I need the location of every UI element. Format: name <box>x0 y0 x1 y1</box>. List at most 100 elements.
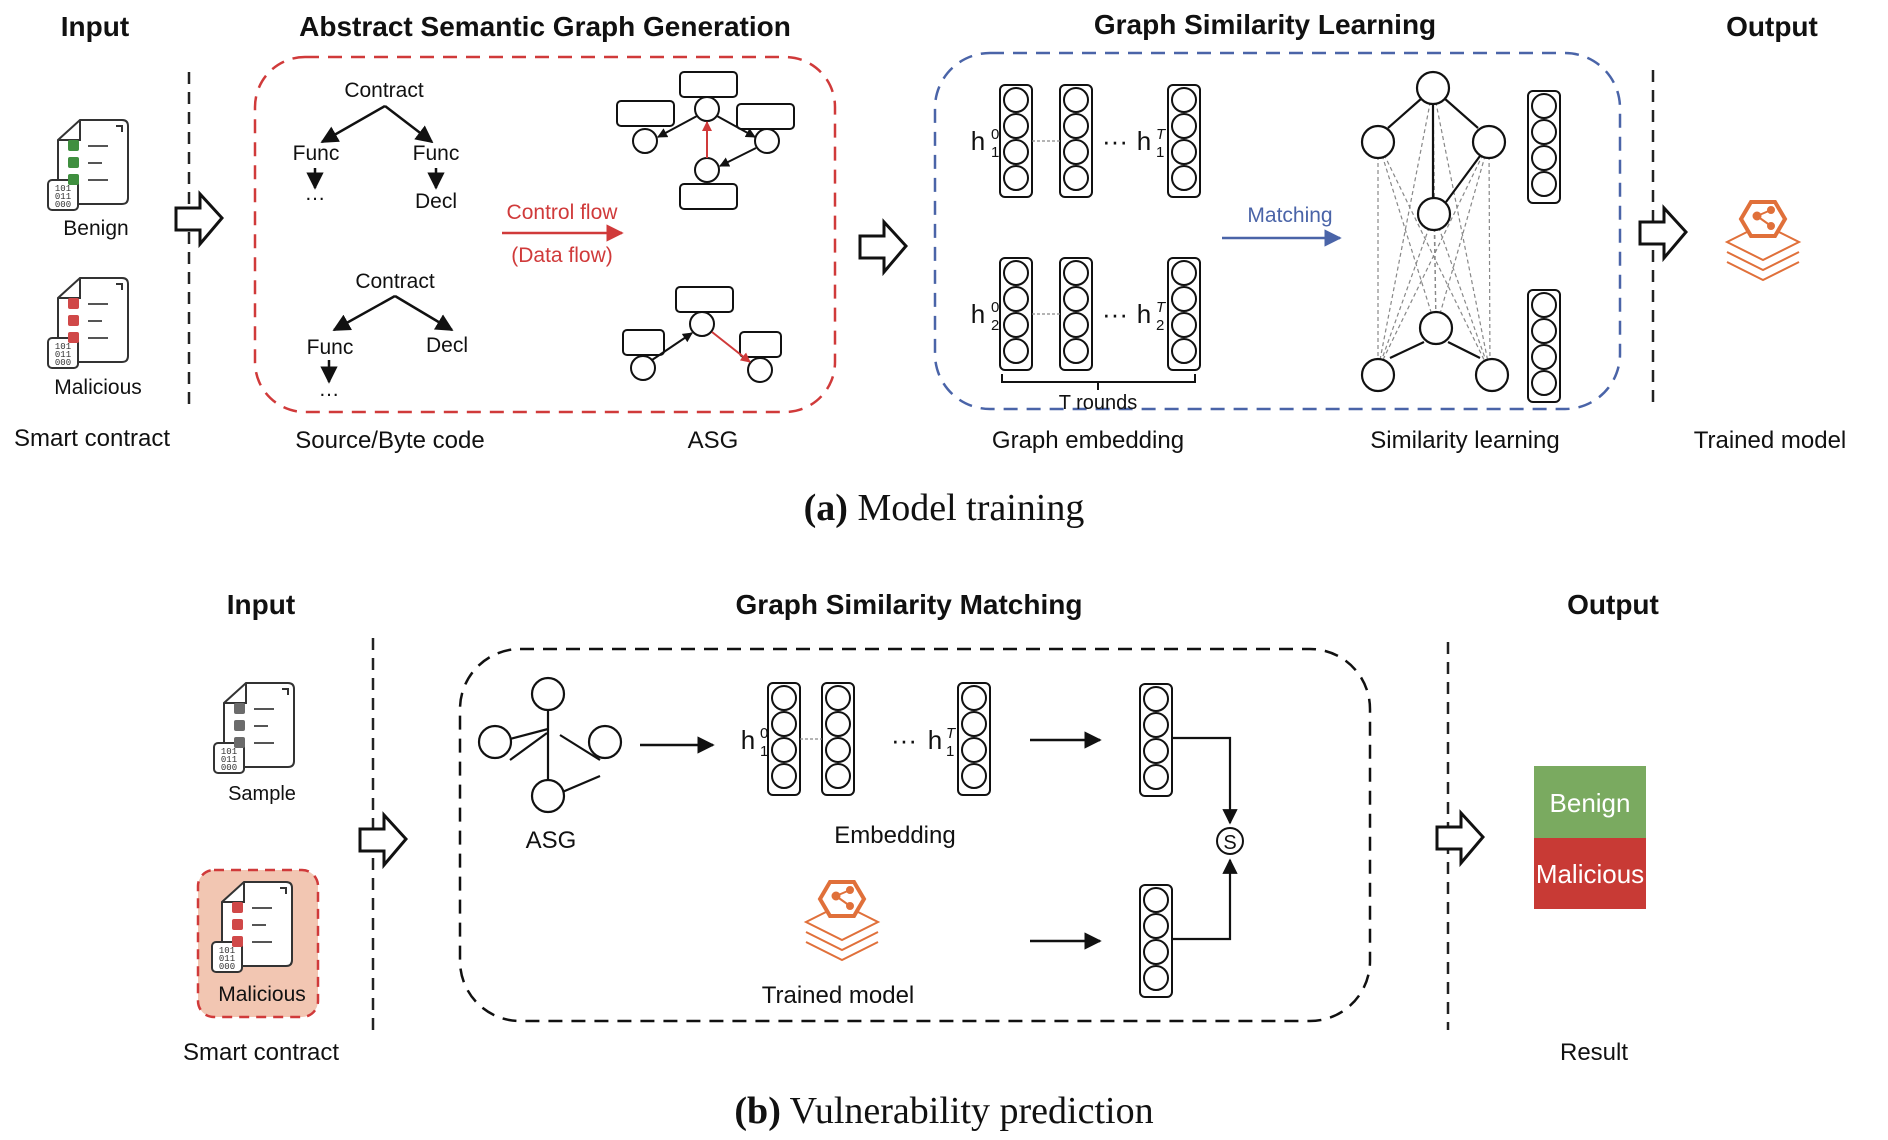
flow-arrow <box>858 220 908 274</box>
subscript: 1 <box>991 144 999 161</box>
h1-T-label: h <box>928 725 942 755</box>
section-header-input: Input <box>61 11 129 42</box>
trained-model-label: Trained model <box>1694 427 1847 454</box>
caption-text: Model training <box>848 487 1084 529</box>
trained-model-icon <box>1725 200 1801 282</box>
tree-node-func: Func <box>413 142 460 165</box>
tree-node-contract: Contract <box>344 79 424 102</box>
superscript: T <box>1156 126 1167 143</box>
sample-contract-icon <box>213 682 295 774</box>
caption-b: (b) Vulnerability prediction <box>734 1090 1153 1132</box>
superscript: 0 <box>991 126 999 143</box>
tree-node-contract: Contract <box>355 270 435 293</box>
panel-a-model-training: Input Abstract Semantic Graph Generation… <box>14 9 1846 529</box>
result-malicious <box>1534 838 1646 909</box>
embedding-label: Embedding <box>834 822 955 849</box>
subscript: 1 <box>760 743 768 760</box>
flow-arrow <box>1638 206 1688 260</box>
ellipsis: ··· <box>891 725 917 755</box>
asg-graph-1 <box>616 71 795 210</box>
t-rounds-label: T rounds <box>1059 392 1138 414</box>
caption-letter: (b) <box>734 1090 780 1132</box>
malicious-vector <box>1139 884 1173 998</box>
benign-contract-icon <box>47 119 129 211</box>
superscript: 0 <box>991 299 999 316</box>
t-rounds-brace <box>1001 374 1196 390</box>
tree-node-ellipsis: … <box>305 182 326 205</box>
subscript: 2 <box>991 317 999 334</box>
h2-0-label: h <box>971 299 985 329</box>
similarity-symbol: S <box>1223 832 1236 854</box>
superscript: T <box>1156 299 1167 316</box>
superscript: T <box>946 725 957 742</box>
ast-tree-2: Contract Func Decl … <box>307 270 468 401</box>
section-header-output: Output <box>1567 589 1659 620</box>
graph-similarity-learning-box <box>933 51 1622 411</box>
subscript: 1 <box>946 743 954 760</box>
smart-contract-label: Smart contract <box>183 1039 339 1066</box>
h1-0-label: h <box>971 126 985 156</box>
control-flow-label: Control flow <box>507 201 619 224</box>
smart-contract-label: Smart contract <box>14 425 170 452</box>
asg-graph-2 <box>622 286 782 383</box>
similarity-learning-label: Similarity learning <box>1370 427 1559 454</box>
superscript: 0 <box>760 725 768 742</box>
graph-similarity-matching-box <box>458 647 1372 1023</box>
embedding: h 0 1 ··· h T 1 <box>741 682 991 796</box>
asg-label: ASG <box>688 427 739 454</box>
graph-vector-1 <box>1527 90 1561 204</box>
graph-embedding-2: h 0 2 ··· h T 2 <box>971 257 1201 371</box>
result-benign <box>1534 766 1646 838</box>
caption-letter: (a) <box>804 487 848 529</box>
malicious-contract-icon <box>47 277 129 369</box>
asg-graph <box>477 676 623 814</box>
result-malicious-label: Malicious <box>1536 859 1644 889</box>
result-options: Benign Malicious <box>1534 766 1646 909</box>
connector <box>1172 736 1238 825</box>
tree-node-func: Func <box>293 142 340 165</box>
flow-arrow <box>1435 811 1485 865</box>
connector <box>1172 858 1238 941</box>
caption-text: Vulnerability prediction <box>781 1090 1154 1132</box>
section-header-graph-similarity-matching: Graph Similarity Matching <box>736 589 1083 620</box>
benign-label: Benign <box>63 217 128 240</box>
malicious-contract-icon <box>211 881 293 973</box>
ellipsis: ··· <box>1102 126 1128 156</box>
result-benign-label: Benign <box>1550 788 1631 818</box>
graph-embedding-1: h 0 1 ··· h T 1 <box>971 84 1201 198</box>
source-bytecode-label: Source/Byte code <box>295 427 484 454</box>
asg-generation-box <box>253 55 837 414</box>
tree-node-decl: Decl <box>426 334 468 357</box>
tree-node-decl: Decl <box>415 190 457 213</box>
tree-node-ellipsis: … <box>319 378 340 401</box>
subscript: 2 <box>1156 317 1164 334</box>
section-header-asg-generation: Abstract Semantic Graph Generation <box>299 11 791 42</box>
flow-arrow <box>358 813 408 867</box>
graph-vector-2 <box>1527 289 1561 403</box>
section-header-graph-similarity-learning: Graph Similarity Learning <box>1094 9 1436 40</box>
asg-label: ASG <box>526 827 577 854</box>
flow-arrow <box>174 192 224 246</box>
similarity-graph <box>1360 70 1510 393</box>
ellipsis: ··· <box>1102 299 1128 329</box>
caption-a: (a) Model training <box>804 487 1085 529</box>
similarity-node <box>1216 827 1244 855</box>
panel-b-vulnerability-prediction: Input Graph Similarity Matching Output S… <box>183 589 1659 1132</box>
tree-node-func: Func <box>307 336 354 359</box>
matching-label: Matching <box>1247 204 1332 227</box>
malicious-label: Malicious <box>54 376 142 399</box>
h1-T-label: h <box>1137 126 1151 156</box>
section-header-input: Input <box>227 589 295 620</box>
data-flow-label: (Data flow) <box>511 244 613 267</box>
malicious-label: Malicious <box>218 983 306 1006</box>
ast-tree-1: Contract Func Func … Decl <box>293 79 460 213</box>
h2-T-label: h <box>1137 299 1151 329</box>
trained-model-label: Trained model <box>762 982 915 1009</box>
sample-vector <box>1139 683 1173 797</box>
sample-label: Sample <box>228 783 296 805</box>
trained-model-icon <box>804 880 880 962</box>
subscript: 1 <box>1156 144 1164 161</box>
section-header-output: Output <box>1726 11 1818 42</box>
result-label: Result <box>1560 1039 1628 1066</box>
